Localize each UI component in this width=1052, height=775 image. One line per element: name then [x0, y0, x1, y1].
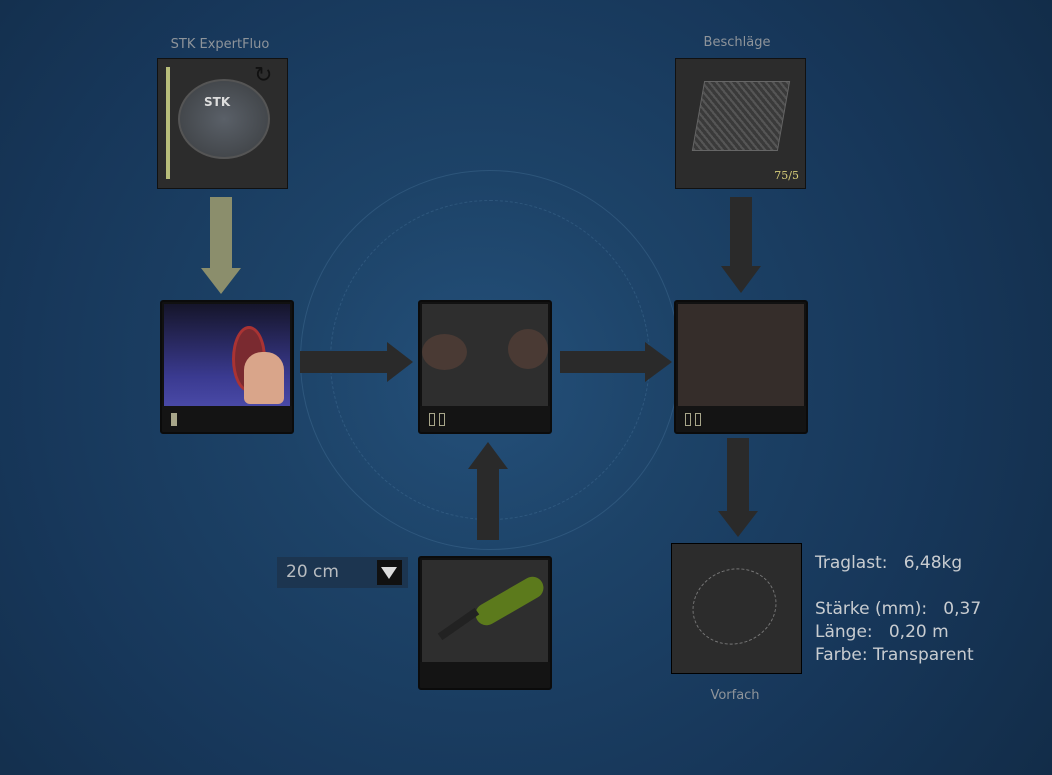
stat-farbe: Farbe: Transparent — [815, 645, 974, 665]
refresh-icon[interactable]: ↻ — [254, 63, 273, 88]
tying-knot-image — [422, 304, 548, 408]
line-label: STK ExpertFluo — [170, 37, 270, 52]
stat-staerke: Stärke (mm): 0,37 — [815, 599, 982, 619]
leader-image — [681, 556, 788, 657]
stat-laenge: Länge: 0,20 m — [815, 622, 949, 642]
fluorocarbon-spool-image: STK — [178, 79, 270, 159]
step-indicator — [695, 413, 701, 426]
tackle-box-image — [691, 81, 791, 151]
line-slot[interactable]: STK ↻ — [157, 58, 288, 189]
arrow-head — [645, 342, 672, 382]
arrow-right — [560, 351, 646, 373]
step-3-finish-knot[interactable] — [674, 300, 808, 434]
arrow-head — [387, 342, 413, 382]
arrow-down — [730, 197, 752, 267]
clipper-tool-slot[interactable] — [418, 556, 552, 690]
arrow-head — [468, 442, 508, 469]
line-spool-in-hand-image — [164, 304, 290, 408]
step-indicator — [429, 413, 435, 426]
stat-traglast: Traglast: 6,48kg — [815, 553, 963, 573]
hardware-count: 75/5 — [774, 169, 799, 182]
hardware-slot[interactable]: 75/5 — [675, 58, 806, 189]
length-value: 20 cm — [286, 562, 339, 582]
arrow-right — [300, 351, 388, 373]
step-indicator — [439, 413, 445, 426]
step-indicator-filled — [171, 413, 177, 426]
chevron-down-icon[interactable] — [377, 560, 402, 585]
hardware-label: Beschläge — [703, 35, 771, 50]
arrow-down — [727, 438, 749, 512]
length-dropdown[interactable]: 20 cm — [277, 557, 408, 588]
arrow-head — [201, 268, 241, 294]
finished-knot-image — [678, 304, 804, 408]
step-2-tie-knot[interactable] — [418, 300, 552, 434]
line-amount-bar — [166, 67, 170, 179]
arrow-up — [477, 468, 499, 540]
result-label: Vorfach — [710, 688, 760, 703]
step-1-spool-line[interactable] — [160, 300, 294, 434]
arrow-head — [718, 511, 758, 537]
result-leader-slot[interactable] — [671, 543, 802, 674]
arrow-head — [721, 266, 761, 293]
line-clipper-image — [422, 560, 548, 664]
arrow-down-active — [210, 197, 232, 269]
step-indicator — [685, 413, 691, 426]
